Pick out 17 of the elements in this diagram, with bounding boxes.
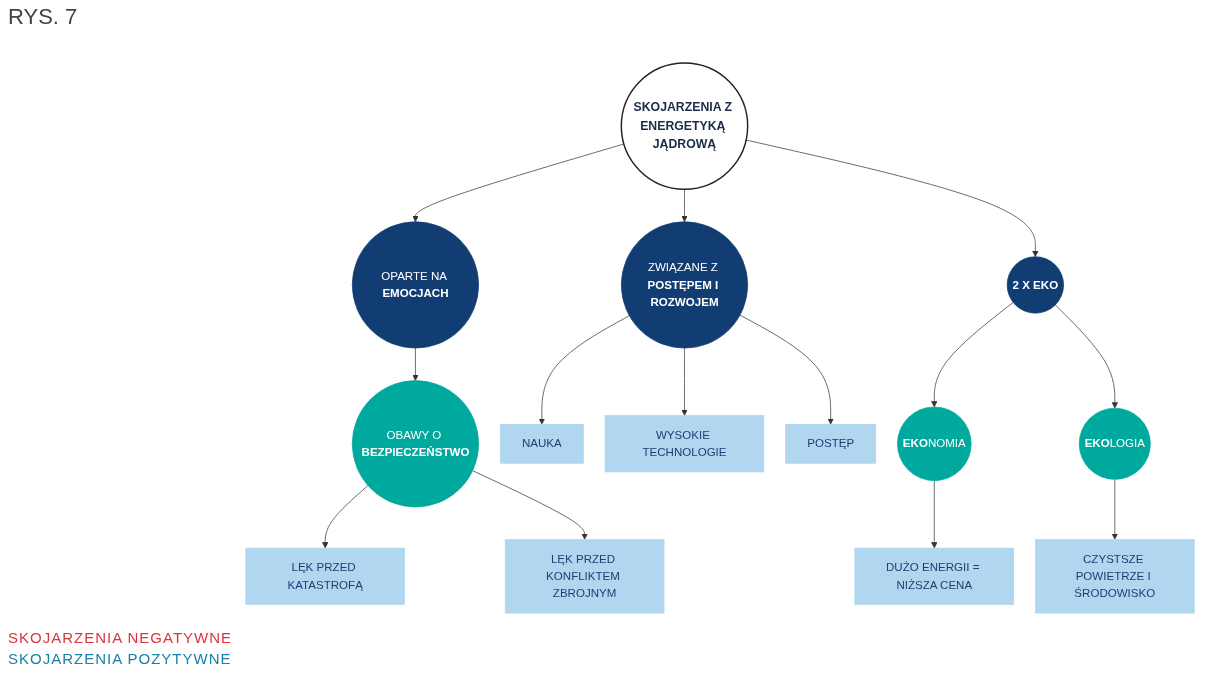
node-circle: EKONOMIA — [897, 406, 972, 481]
node-circle: EKOLOGIA — [1078, 407, 1151, 480]
node-circle: 2 X EKO — [1006, 256, 1064, 314]
node-circle: OPARTE NA EMOCJACH — [351, 221, 479, 349]
node-box: LĘK PRZED KONFLIKTEM ZBROJNYM — [504, 539, 665, 614]
node-box: LĘK PRZED KATASTROFĄ — [245, 547, 405, 605]
node-box: CZYSTSZE POWIETRZE I ŚRODOWISKO — [1035, 539, 1195, 614]
figure-title: RYS. 7 — [8, 4, 78, 30]
zone-label: SKOJARZENIA POZYTYWNE — [8, 650, 233, 667]
node-circle: ZWIĄZANE Z POSTĘPEM I ROZWOJEM — [620, 221, 749, 349]
node-box: NAUKA — [499, 423, 584, 464]
node-circle: SKOJARZENIA Z ENERGETYKĄ JĄDROWĄ — [620, 62, 749, 190]
node-box: WYSOKIE TECHNOLOGIE — [604, 415, 765, 473]
node-circle: OBAWY O BEZPIECZEŃSTWO — [351, 380, 479, 508]
zone-label: SKOJARZENIA NEGATYWNE — [8, 629, 233, 646]
node-box: POSTĘP — [785, 423, 877, 464]
node-box: DUŻO ENERGII = NIŻSZA CENA — [854, 547, 1015, 605]
